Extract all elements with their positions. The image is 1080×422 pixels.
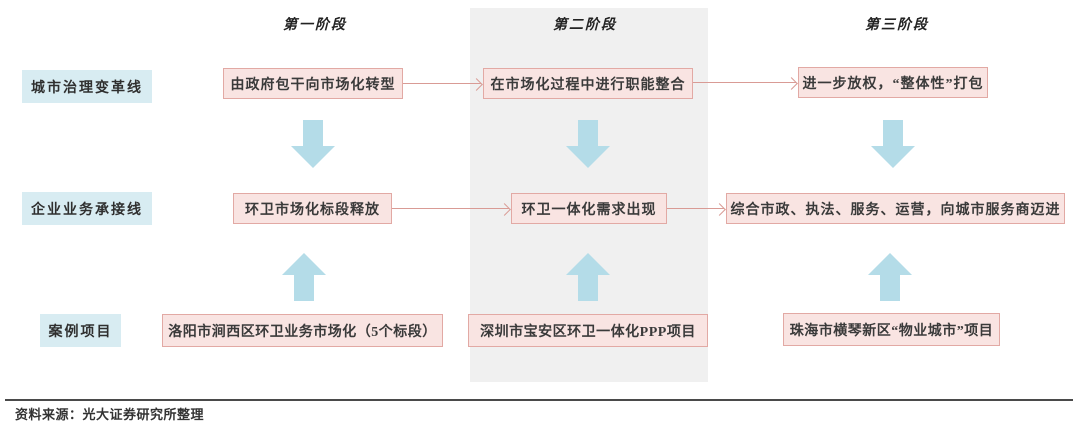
down-arrow-icon [291,120,335,168]
flow-box-case-stage2: 深圳市宝安区环卫一体化PPP项目 [468,314,708,347]
up-arrow-icon [868,253,912,301]
flow-box-biz-stage2: 环卫一体化需求出现 [511,193,667,224]
right-arrow-icon [392,208,509,209]
flow-box-gov-stage3: 进一步放权，“整体性”打包 [798,67,988,98]
right-arrow-icon [403,83,481,84]
footer-divider [5,399,1073,401]
flow-box-gov-stage1: 由政府包干向市场化转型 [223,68,403,99]
row-label-cases: 案例项目 [40,314,121,347]
row-label-governance: 城市治理变革线 [22,70,152,103]
down-arrow-icon [871,120,915,168]
stage-header-2: 第二阶段 [553,18,617,33]
flow-box-case-stage1: 洛阳市涧西区环卫业务市场化（5个标段） [162,314,443,347]
up-arrow-icon [282,253,326,301]
stage-header-3: 第三阶段 [865,18,929,33]
row-label-business: 企业业务承接线 [22,192,152,225]
flow-box-gov-stage2: 在市场化过程中进行职能整合 [483,68,693,99]
stage-header-1: 第一阶段 [283,18,347,33]
flow-box-biz-stage1: 环卫市场化标段释放 [233,193,392,224]
source-note: 资料来源：光大证券研究所整理 [15,407,205,422]
flow-box-biz-stage3: 综合市政、执法、服务、运营，向城市服务商迈进 [726,193,1065,224]
right-arrow-icon [667,208,724,209]
flow-box-case-stage3: 珠海市横琴新区“物业城市”项目 [783,313,1000,346]
down-arrow-icon [566,120,610,168]
right-arrow-icon [693,82,796,83]
up-arrow-icon [566,253,610,301]
